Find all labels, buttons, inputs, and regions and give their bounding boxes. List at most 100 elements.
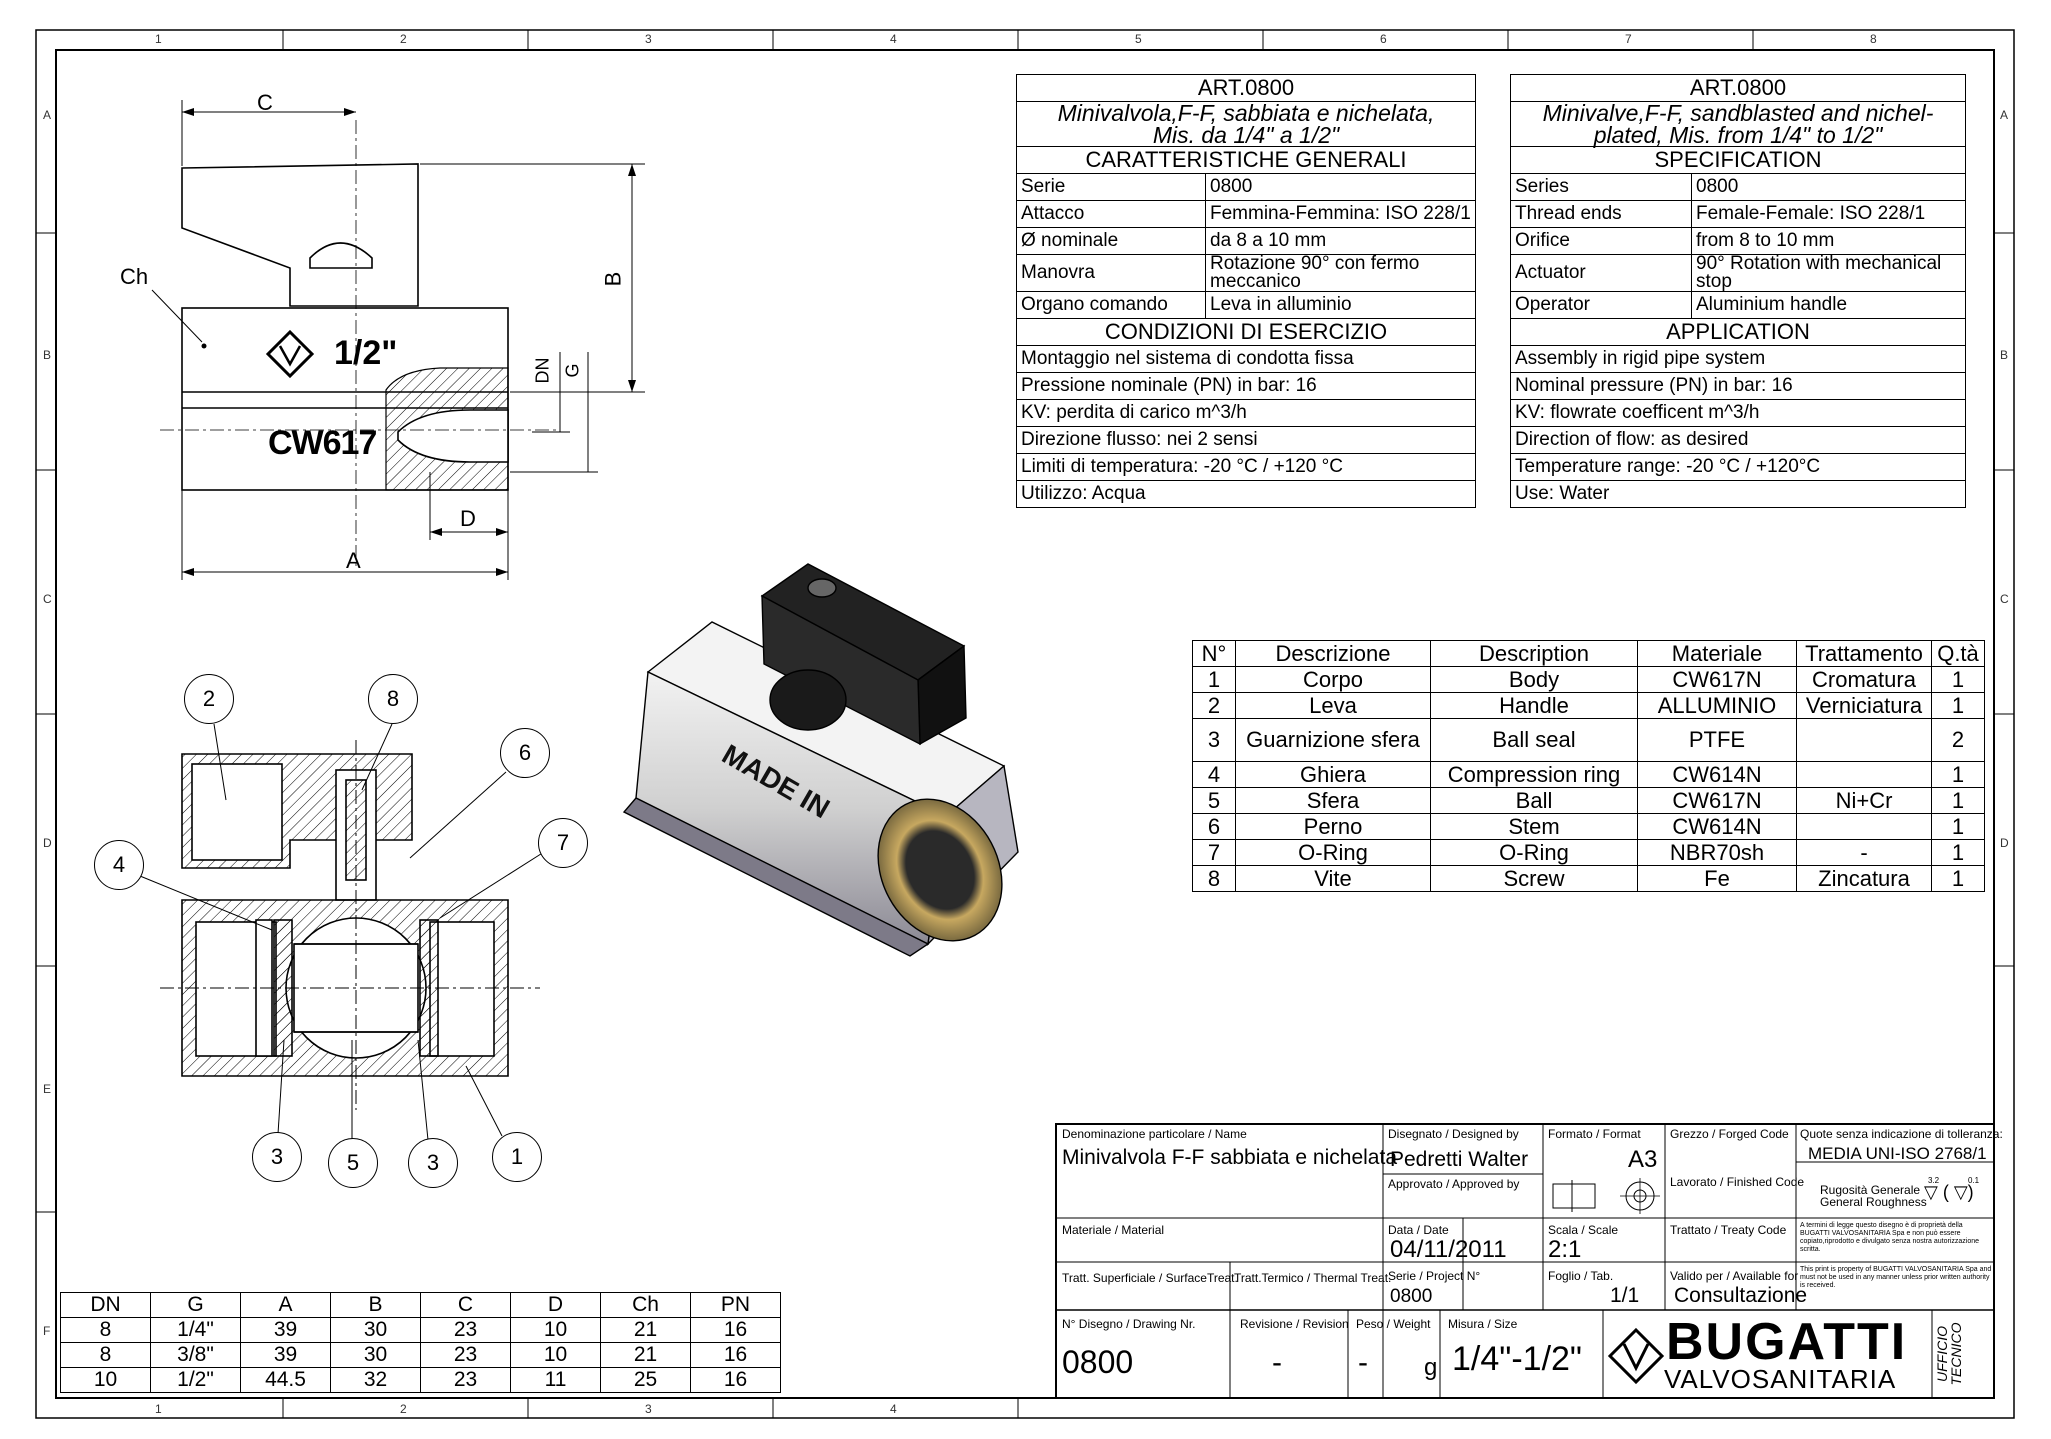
- bom-cell: [1796, 718, 1932, 762]
- spec-en-service-row: Use: Water: [1510, 480, 1966, 508]
- tb-revision-label: Revisione / Revision: [1240, 1317, 1349, 1331]
- tb-roughness-mark: 3.2: [1928, 1176, 1940, 1185]
- spec-it-val: 0800: [1205, 173, 1476, 201]
- spec-en-key: Orifice: [1510, 227, 1692, 255]
- tb-project-label: Serie / Project N°: [1388, 1269, 1481, 1283]
- ruler-row-b: B: [43, 348, 52, 362]
- tb-designed-label: Disegnato / Designed by: [1388, 1127, 1519, 1141]
- spec-en-val: 90° Rotation with mechanical stop: [1691, 254, 1966, 292]
- ruler-col-1: 1: [155, 32, 162, 46]
- dims-cell: 11: [510, 1367, 601, 1393]
- bom-cell: O-Ring: [1430, 839, 1638, 866]
- dim-label-c: C: [257, 90, 273, 115]
- dims-cell: 8: [60, 1342, 151, 1368]
- bom-cell: CW614N: [1637, 813, 1797, 840]
- logo-diamond: [265, 329, 315, 379]
- bom-header-row: N° Descrizione Description Materiale Tra…: [1192, 640, 1985, 667]
- spec-en-service-row: Assembly in rigid pipe system: [1510, 345, 1966, 373]
- bom-cell: Ball seal: [1430, 718, 1638, 762]
- bom-cell: ALLUMINIO: [1637, 692, 1797, 719]
- spec-it-art: ART.0800: [1016, 74, 1476, 102]
- bom-cell: CW614N: [1637, 761, 1797, 788]
- dims-cell: 44.5: [240, 1367, 331, 1393]
- spec-en-val: from 8 to 10 mm: [1691, 227, 1966, 255]
- tb-valid: Consultazione: [1674, 1284, 1808, 1307]
- dims-cell: 21: [600, 1317, 691, 1343]
- bom-cell: Leva: [1235, 692, 1431, 719]
- bom-cell: CW617N: [1637, 787, 1797, 814]
- ruler-bcol-2: 2: [400, 1402, 407, 1416]
- dims-header: A: [240, 1292, 331, 1318]
- ruler-col-4: 4: [890, 32, 897, 46]
- tb-roughness-mark2: 0.1: [1968, 1176, 1980, 1185]
- bom-table: N° Descrizione Description Materiale Tra…: [1192, 640, 1985, 892]
- bom-header: Description: [1430, 640, 1638, 667]
- ruler-row-d-right: D: [2000, 836, 2009, 850]
- tb-tolerance: MEDIA UNI-ISO 2768/1: [1808, 1144, 1987, 1163]
- bom-header: Materiale: [1637, 640, 1797, 667]
- spec-it-key: Manovra: [1016, 254, 1206, 292]
- ruler-row-a-right: A: [2000, 108, 2009, 122]
- bom-cell: 8: [1192, 865, 1236, 892]
- spec-en-service-row: Temperature range: -20 °C / +120°C: [1510, 453, 1966, 481]
- balloon-4: 4: [94, 840, 144, 890]
- balloon-3b: 3: [408, 1138, 458, 1188]
- ruler-bcol-1: 1: [155, 1402, 162, 1416]
- bom-cell: NBR70sh: [1637, 839, 1797, 866]
- dims-cell: 39: [240, 1317, 331, 1343]
- tb-finished-label: Lavorato / Finished Code: [1670, 1175, 1805, 1189]
- spec-en-key: Actuator: [1510, 254, 1692, 292]
- spec-en-val: Female-Female: ISO 228/1: [1691, 200, 1966, 228]
- dims-cell: 16: [690, 1367, 781, 1393]
- spec-en-key: Thread ends: [1510, 200, 1692, 228]
- isometric-view: MADE IN: [622, 563, 1019, 957]
- dims-cell: 16: [690, 1342, 781, 1368]
- spec-it-service-row: Direzione flusso: nei 2 sensi: [1016, 426, 1476, 454]
- tb-name-label: Denominazione particolare / Name: [1062, 1127, 1247, 1141]
- spec-en-key: Operator: [1510, 291, 1692, 319]
- dims-header: PN: [690, 1292, 781, 1318]
- bom-cell: 1: [1931, 761, 1985, 788]
- spec-en-service-row: Nominal pressure (PN) in bar: 16: [1510, 372, 1966, 400]
- tb-format: A3: [1628, 1146, 1658, 1173]
- bugatti-logo-icon: [1607, 1327, 1665, 1385]
- bom-cell: Stem: [1430, 813, 1638, 840]
- dim-label-b: B: [600, 271, 626, 287]
- dim-label-ch: Ch: [120, 264, 149, 289]
- spec-it-desc: Minivalvola,F-F, sabbiata e nichelata,Mi…: [1016, 101, 1476, 147]
- spec-it-val: Rotazione 90° con fermo meccanico: [1205, 254, 1476, 292]
- bom-cell: [1796, 761, 1932, 788]
- spec-it-service-row: Montaggio nel sistema di condotta fissa: [1016, 345, 1476, 373]
- spec-en-val: 0800: [1691, 173, 1966, 201]
- dims-header: G: [150, 1292, 241, 1318]
- bom-cell: Compression ring: [1430, 761, 1638, 788]
- tb-drawing-label: N° Disegno / Drawing Nr.: [1062, 1317, 1196, 1331]
- dims-header: Ch: [600, 1292, 691, 1318]
- dim-label-dn: DN: [532, 357, 553, 384]
- bom-cell: 1: [1931, 787, 1985, 814]
- dims-cell: 3/8": [150, 1342, 241, 1368]
- ruler-bcol-3: 3: [645, 1402, 652, 1416]
- balloon-5: 5: [328, 1138, 378, 1188]
- bom-cell: Zincatura: [1796, 865, 1932, 892]
- bom-cell: 1: [1931, 839, 1985, 866]
- dims-cell: 30: [330, 1342, 421, 1368]
- dims-cell: 1/2": [150, 1367, 241, 1393]
- tb-tolerance-label: Quote senza indicazione di tolleranza:: [1800, 1127, 2003, 1141]
- bom-cell: Handle: [1430, 692, 1638, 719]
- tb-material-label: Materiale / Material: [1062, 1223, 1165, 1237]
- bom-cell: 7: [1192, 839, 1236, 866]
- balloon-8: 8: [368, 674, 418, 724]
- bom-cell: 2: [1192, 692, 1236, 719]
- dims-cell: 30: [330, 1317, 421, 1343]
- bom-header: N°: [1192, 640, 1236, 667]
- spec-en-service-header: APPLICATION: [1510, 318, 1966, 346]
- dim-label-g: G: [562, 363, 583, 378]
